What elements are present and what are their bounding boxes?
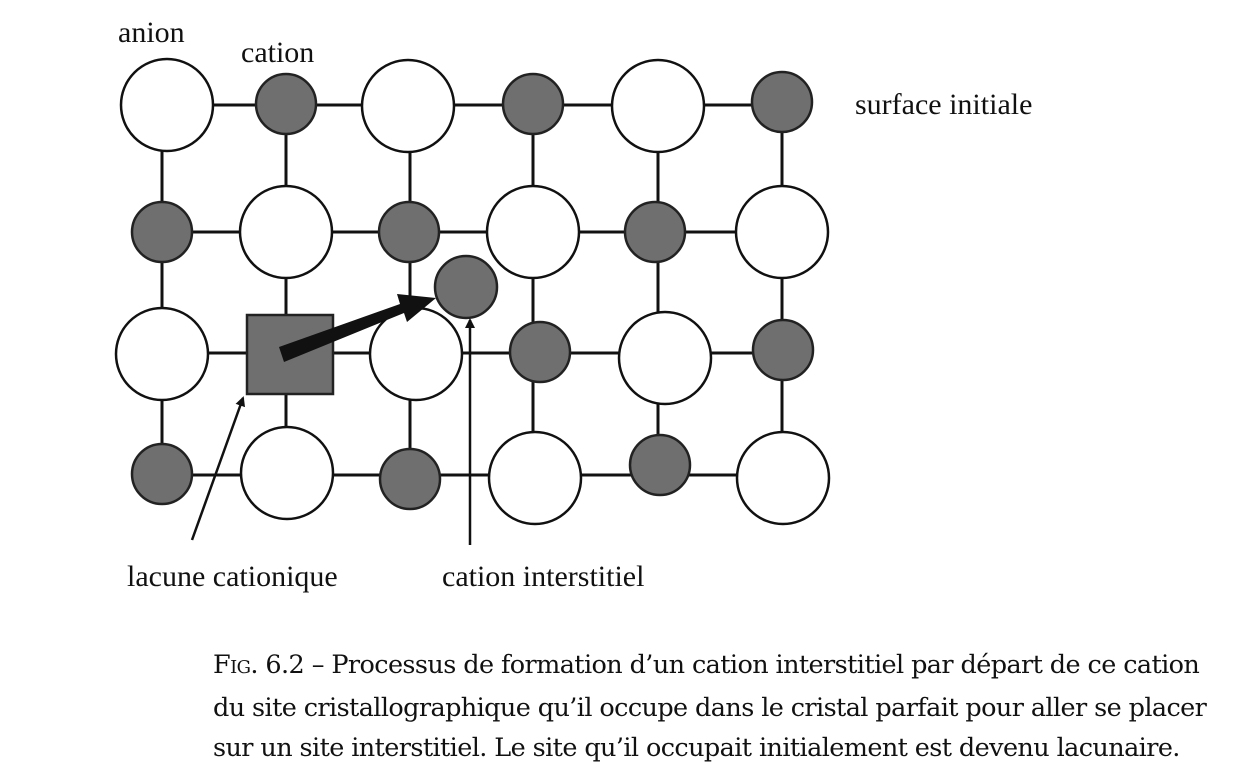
cation-atom [508, 320, 572, 384]
caption-line-2: du site cristallographique qu’il occupe … [213, 693, 1207, 723]
anion-atom [734, 184, 830, 280]
cation-atom [378, 447, 442, 511]
cation-vacancy-square [245, 313, 335, 396]
anion-atom [360, 58, 456, 154]
figure-number: 6.2 [265, 650, 305, 680]
cation-atom [377, 200, 441, 264]
anion-atom [239, 425, 335, 521]
anion-atom [368, 306, 464, 402]
surface-label: surface initiale [855, 88, 1033, 121]
cation-atom [751, 318, 815, 382]
anion-atom [617, 310, 713, 406]
caption-line-3: sur un site interstitiel. Le site qu’il … [213, 733, 1180, 763]
anion-atom [119, 57, 215, 153]
row-3 [114, 306, 815, 406]
cation-atom [623, 200, 687, 264]
interstitial-label: cation interstitiel [442, 560, 645, 593]
anion-atom [735, 430, 831, 526]
cation-atom [501, 72, 565, 136]
anion-label: anion [118, 16, 185, 49]
cation-atom [254, 72, 318, 136]
row-2 [130, 184, 830, 280]
interstitial-cation-atom [433, 254, 499, 320]
anion-atom [485, 184, 581, 280]
anion-atom [610, 58, 706, 154]
migration-arrow [279, 294, 436, 362]
cation-atom [130, 442, 194, 506]
cation-atom [628, 433, 692, 497]
cation-atom [130, 200, 194, 264]
caption-dash: – [311, 650, 325, 680]
caption-line-1: Fig. 6.2 – Processus de formation d’un c… [213, 650, 1200, 680]
row-1-surface [119, 57, 814, 154]
figure-label: Fig. [213, 650, 258, 680]
anion-atom [487, 430, 583, 526]
cation-atom [750, 70, 814, 134]
anion-atom [238, 184, 334, 280]
caption-text-1: Processus de formation d’un cation inter… [331, 650, 1200, 680]
cation-label: cation [241, 36, 315, 69]
vacancy-pointer-arrow [190, 396, 246, 541]
vacancy-label: lacune cationique [127, 560, 338, 593]
anion-atom [114, 306, 210, 402]
row-4 [130, 425, 831, 526]
